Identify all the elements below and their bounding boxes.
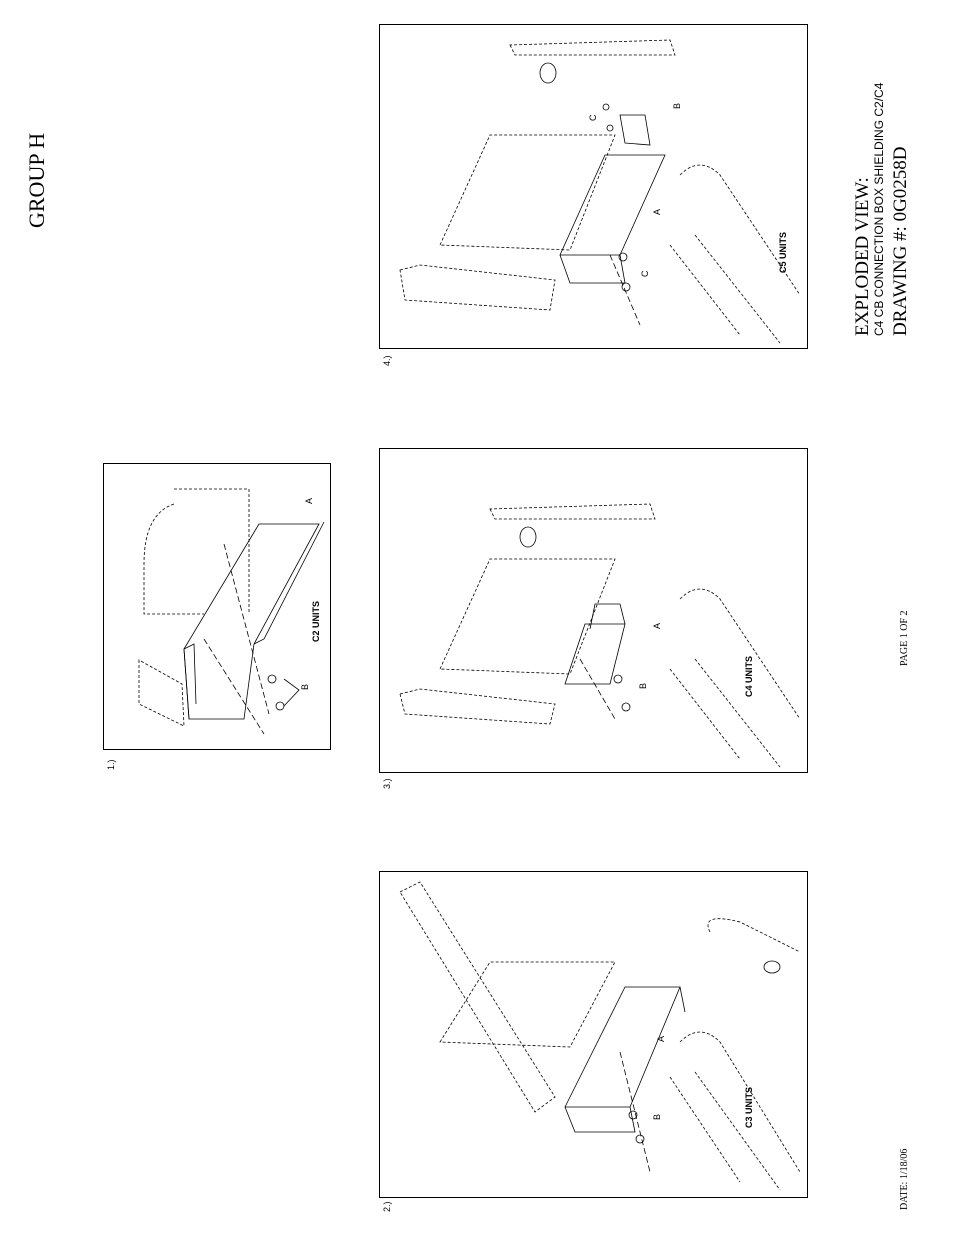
panel-1-diagram: A B C2 UNITS: [103, 463, 331, 750]
panel-2-part-a: A: [656, 1035, 666, 1042]
panel-4-diagram: A B C C C5 UNITS: [379, 24, 808, 349]
group-title: GROUP H: [24, 132, 49, 228]
date-label: DATE: 1/18/06: [899, 1148, 910, 1210]
panel-1-number: 1.): [106, 759, 116, 770]
panel-3-part-b: B: [638, 682, 648, 689]
panel-4-part-c-lower: C: [640, 270, 650, 278]
drawing-number: DRAWING #: 0G0258D: [890, 146, 911, 336]
panel-4-drawing: [399, 39, 801, 344]
panel-1-part-a: A: [304, 497, 314, 504]
panel-2-units: C3 UNITS: [744, 1086, 754, 1128]
page-number: PAGE 1 OF 2: [899, 610, 910, 666]
panel-3-part-a: A: [652, 622, 662, 629]
panel-4-part-b: B: [672, 102, 682, 109]
panel-3-diagram: A B C4 UNITS: [379, 448, 808, 773]
panel-2-number: 2.): [382, 1201, 392, 1212]
panel-4-part-c-upper: C: [588, 114, 598, 122]
panel-1-drawing: [138, 488, 325, 735]
panel-2-part-b: B: [652, 1113, 662, 1120]
panel-4-number: 4.): [382, 355, 392, 366]
exploded-view-subtitle: C4 CB CONNECTION BOX SHIELDING C2/C4: [872, 82, 886, 336]
panel-2-diagram: A B C3 UNITS: [379, 871, 808, 1198]
panel-4-units: C5 UNITS: [778, 231, 788, 273]
exploded-view-title: EXPLODED VIEW:: [852, 177, 873, 336]
panel-3-number: 3.): [382, 778, 392, 789]
panel-4-part-a: A: [652, 208, 662, 215]
panel-1-units: C2 UNITS: [311, 600, 321, 642]
panel-3-units: C4 UNITS: [744, 655, 754, 697]
panel-3-drawing: [399, 503, 801, 768]
panel-1-part-b: B: [300, 683, 310, 690]
panel-2-drawing: [399, 881, 801, 1191]
